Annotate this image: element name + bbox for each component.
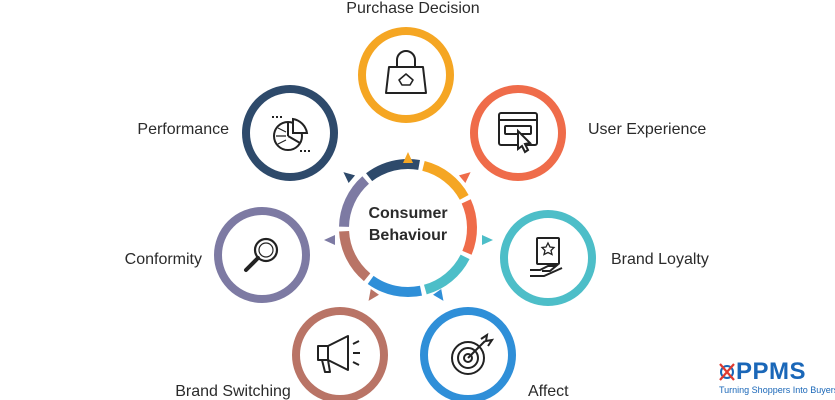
node-label: Brand Switching bbox=[175, 383, 291, 400]
ring-segment bbox=[422, 161, 469, 200]
logo-name: PPMS bbox=[736, 358, 807, 385]
megaphone-icon bbox=[317, 335, 360, 373]
node-label: Conformity bbox=[125, 251, 202, 268]
ring-arrowhead bbox=[458, 172, 471, 184]
hand-certificate-icon bbox=[530, 237, 563, 277]
node-conformity: Conformity bbox=[125, 207, 310, 303]
pie-chart-icon bbox=[272, 116, 310, 152]
logo-tagline: Turning Shoppers Into Buyers bbox=[719, 385, 835, 395]
node-user-experience: User Experience bbox=[470, 85, 706, 181]
node-ring bbox=[500, 210, 596, 306]
target-arrow-icon bbox=[451, 332, 495, 375]
ppms-logo-mark-icon bbox=[719, 363, 735, 381]
node-label: User Experience bbox=[588, 121, 706, 138]
node-ring bbox=[214, 207, 310, 303]
node-ring bbox=[242, 85, 338, 181]
node-ring bbox=[292, 307, 388, 400]
shopping-bag-icon bbox=[385, 50, 427, 94]
node-purchase-decision: Purchase Decision bbox=[346, 0, 480, 123]
node-brand-switching: Brand Switching bbox=[175, 307, 388, 400]
center-title-line1: Consumer bbox=[368, 205, 447, 222]
ring-segment bbox=[423, 254, 470, 295]
magnifier-icon bbox=[244, 237, 279, 272]
node-affect: Affect bbox=[420, 307, 569, 400]
node-brand-loyalty: Brand Loyalty bbox=[500, 210, 709, 306]
ppms-logo: PPMS Turning Shoppers Into Buyers bbox=[718, 358, 835, 396]
ring-arrowhead bbox=[324, 235, 335, 245]
ring-arrowhead bbox=[343, 172, 356, 184]
ring-segment bbox=[339, 176, 370, 228]
node-label: Purchase Decision bbox=[346, 0, 479, 17]
node-label: Brand Loyalty bbox=[611, 251, 709, 268]
node-label: Affect bbox=[528, 383, 569, 400]
browser-click-icon bbox=[498, 112, 538, 154]
node-performance: Performance bbox=[137, 85, 338, 181]
ring-arrowhead bbox=[403, 152, 413, 163]
ring-arrows bbox=[324, 152, 493, 301]
center-title-line2: Behaviour bbox=[369, 227, 447, 244]
ring-arrowhead bbox=[433, 289, 444, 301]
ring-arrowhead bbox=[368, 289, 379, 301]
ring-segment bbox=[339, 230, 371, 282]
node-label: Performance bbox=[137, 121, 229, 138]
ring-segment bbox=[367, 275, 423, 297]
ring-arrowhead bbox=[482, 235, 493, 245]
ring-segment bbox=[366, 159, 420, 182]
ring-segment bbox=[461, 199, 477, 255]
center-ring bbox=[339, 159, 477, 297]
